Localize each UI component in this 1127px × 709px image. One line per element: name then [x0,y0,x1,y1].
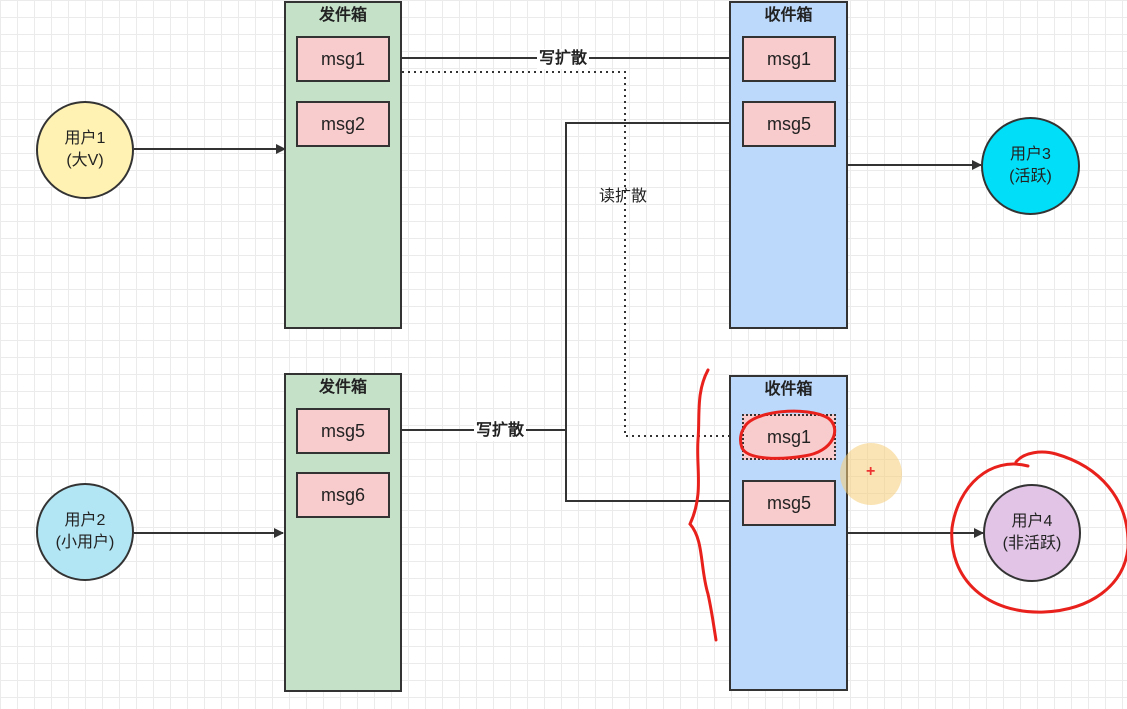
write-fanout-top-label: 写扩散 [537,49,590,69]
inbox-top-msg-1[interactable]: msg1 [742,36,836,82]
user-2-name: 用户2 [64,512,106,529]
user-4-type: (非活跃) [1002,535,1062,552]
user-node-4[interactable]: 用户4 (非活跃) [983,484,1081,582]
inbox-bottom-msg-2[interactable]: msg5 [742,480,836,526]
inbox-top-msg-2[interactable]: msg5 [742,101,836,147]
user-node-2[interactable]: 用户2 (小用户) [36,483,134,581]
user-1-type: (大V) [66,152,104,169]
inbox-top-title: 收件箱 [764,7,813,24]
outbox-top-title: 发件箱 [318,7,367,24]
user-node-3[interactable]: 用户3 (活跃) [981,117,1080,215]
inbox-bottom-title: 收件箱 [764,381,813,398]
user-1-name: 用户1 [64,130,106,147]
outbox-bottom-msg-2[interactable]: msg6 [296,472,390,518]
inbox-bottom: 收件箱 msg1 msg5 [729,375,848,691]
outbox-bottom: 发件箱 msg5 msg6 [284,373,402,692]
outbox-top-msg-1[interactable]: msg1 [296,36,390,82]
cursor-highlight [840,443,902,505]
user-3-name: 用户3 [1010,146,1051,163]
outbox-bottom-title: 发件箱 [318,379,367,396]
outbox-top: 发件箱 msg1 msg2 [284,1,402,329]
inbox-bottom-msg-1[interactable]: msg1 [742,414,836,460]
fanout-to-bottom-inbox-arrow [565,430,742,506]
write-fanout-bottom-label: 写扩散 [474,421,527,441]
read-fanout-label: 读扩散 [599,188,648,205]
user-2-type: (小用户) [55,534,115,551]
user-node-1[interactable]: 用户1 (大V) [36,101,134,199]
inbox-top: 收件箱 msg1 msg5 [729,1,848,329]
outbox-bottom-msg-1[interactable]: msg5 [296,408,390,454]
cursor-plus-icon: + [866,463,876,480]
outbox-top-msg-2[interactable]: msg2 [296,101,390,147]
fanout-to-top-inbox-arrow [565,118,742,430]
user-4-name: 用户4 [1011,513,1053,530]
user-3-type: (活跃) [1009,168,1052,185]
